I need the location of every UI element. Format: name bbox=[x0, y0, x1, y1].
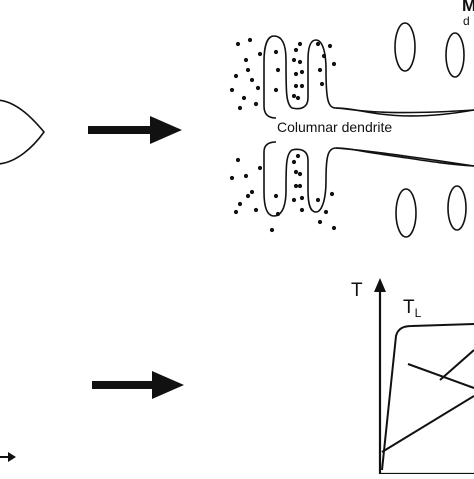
cooling-line-3 bbox=[439, 349, 474, 381]
equiaxed-grain-1 bbox=[394, 22, 416, 72]
liquidus-curve bbox=[381, 323, 474, 471]
solute-dots bbox=[229, 37, 337, 233]
solute-dot bbox=[295, 153, 301, 159]
solute-dot bbox=[269, 227, 275, 233]
solute-dot bbox=[253, 101, 259, 107]
liquidus-subscript: L bbox=[414, 306, 422, 320]
solute-dot bbox=[331, 225, 337, 231]
solute-dot bbox=[297, 183, 303, 189]
dendrite-trunk-top bbox=[335, 107, 474, 114]
solute-dot bbox=[233, 73, 239, 79]
left-lens-shape bbox=[0, 99, 46, 165]
equiaxed-grain-2 bbox=[445, 32, 465, 78]
solute-dot bbox=[245, 67, 251, 73]
solute-dot bbox=[233, 209, 239, 215]
solute-dot bbox=[273, 49, 279, 55]
solute-dot bbox=[229, 87, 235, 93]
solute-dot bbox=[243, 173, 249, 179]
solute-dot bbox=[237, 105, 243, 111]
solute-dot bbox=[253, 207, 259, 213]
top-process-arrow bbox=[88, 116, 182, 144]
solute-dot bbox=[275, 67, 281, 73]
solute-dot bbox=[255, 85, 261, 91]
solute-dot bbox=[291, 197, 297, 203]
solute-dot bbox=[315, 41, 321, 47]
solute-dot bbox=[293, 169, 299, 175]
solute-dot bbox=[319, 81, 325, 87]
bottom-left-partial-arrow bbox=[0, 452, 16, 462]
solute-dot bbox=[295, 95, 301, 101]
equiaxed-grain-4 bbox=[447, 185, 467, 231]
solute-dot bbox=[315, 197, 321, 203]
solute-dot bbox=[299, 195, 305, 201]
partial-label-M: M bbox=[462, 0, 474, 15]
solute-dot bbox=[237, 201, 243, 207]
liquidus-temperature-label: TL bbox=[403, 297, 421, 320]
solute-dot bbox=[291, 57, 297, 63]
solute-dot bbox=[275, 211, 281, 217]
temperature-graph bbox=[374, 278, 474, 476]
solute-dot bbox=[327, 43, 333, 49]
solute-dot bbox=[273, 193, 279, 199]
solute-dot bbox=[329, 191, 335, 197]
solute-dot bbox=[297, 59, 303, 65]
solute-dot bbox=[321, 53, 327, 59]
solute-dot bbox=[273, 87, 279, 93]
solute-dot bbox=[323, 209, 329, 215]
solute-dot bbox=[245, 193, 251, 199]
equiaxed-grain-3 bbox=[395, 188, 417, 238]
bottom-process-arrow bbox=[92, 371, 184, 399]
solute-dot bbox=[299, 69, 305, 75]
solute-dot bbox=[291, 93, 297, 99]
solute-dot bbox=[293, 47, 299, 53]
solute-dot bbox=[293, 83, 299, 89]
solute-dot bbox=[317, 219, 323, 225]
solute-dot bbox=[331, 61, 337, 67]
cooling-line-2 bbox=[407, 363, 474, 389]
solute-dot bbox=[297, 171, 303, 177]
columnar-dendrite-label: Columnar dendrite bbox=[277, 119, 393, 135]
solute-dot bbox=[317, 67, 323, 73]
solute-dot bbox=[293, 71, 299, 77]
solute-dot bbox=[297, 41, 303, 47]
solute-dot bbox=[257, 51, 263, 57]
cooling-line-1 bbox=[381, 395, 474, 453]
solute-dot bbox=[257, 165, 263, 171]
dendrite-trunk-bottom bbox=[335, 147, 474, 167]
solute-dot bbox=[229, 175, 235, 181]
solute-dot bbox=[293, 183, 299, 189]
solute-dot bbox=[291, 159, 297, 165]
solute-dot bbox=[235, 157, 241, 163]
solute-dot bbox=[299, 83, 305, 89]
liquidus-T: T bbox=[403, 297, 415, 318]
t-axis-arrowhead bbox=[374, 278, 386, 292]
solute-dot bbox=[241, 95, 247, 101]
solute-dot bbox=[235, 41, 241, 47]
solute-dot bbox=[249, 77, 255, 83]
solute-dot bbox=[249, 189, 255, 195]
solute-dot bbox=[247, 37, 253, 43]
temperature-axis-label: T bbox=[351, 280, 363, 301]
solute-dot bbox=[243, 57, 249, 63]
solute-dot bbox=[299, 207, 305, 213]
dendrite-lower-outline bbox=[263, 141, 474, 217]
partial-label-d: d bbox=[463, 14, 470, 28]
